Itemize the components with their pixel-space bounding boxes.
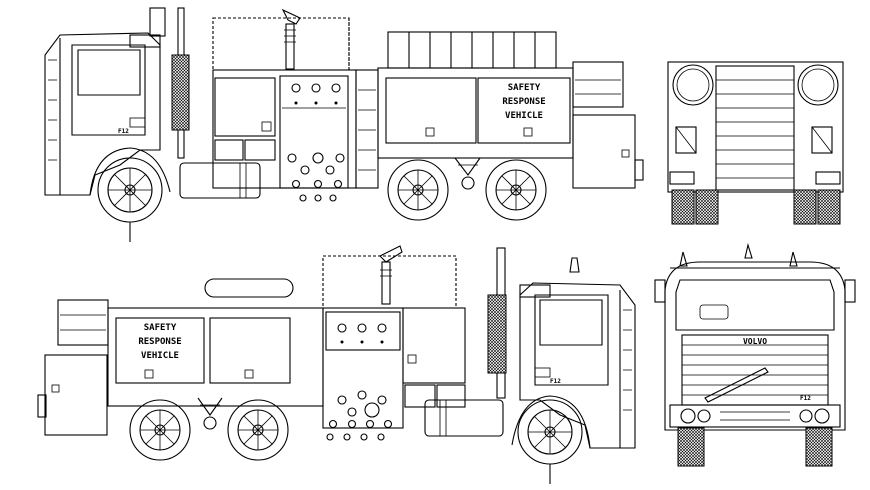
hose-roll-bottom [204,278,294,298]
body-bottom: SAFETY RESPONSE VEHICLE [37,299,466,441]
side-view-bottom: F12 SAFETY RESPONSE VEHICLE [37,245,636,484]
cab-badge-top: F12 [118,128,129,135]
water-cannon-bottom [379,245,403,305]
front-wheel-top [89,147,171,242]
fuel-tank-top [179,162,261,199]
panel-text-bottom-line2: RESPONSE [138,337,181,347]
fuel-tank-bottom [424,399,504,437]
panel-text-top-line3: VEHICLE [505,111,543,121]
side-view-top: F12 SAFETY RESPONSE VEHICLE [44,7,644,242]
front-wheel-bottom [511,395,591,484]
panel-text-bottom-line1: SAFETY [144,323,177,333]
front-badge-text: F12 [800,395,811,402]
panel-text-top-line1: SAFETY [508,83,541,93]
cab-bottom: F12 [519,257,636,449]
panel-text-bottom-line3: VEHICLE [141,351,179,361]
rear-view [667,61,844,225]
rear-wheel-1-top [387,159,449,221]
cab-badge-bottom: F12 [550,378,561,385]
exhaust-stack-top [149,7,166,37]
axle-spring-bottom [197,397,223,430]
axle-spring-top [454,157,481,190]
air-filter-bottom [487,294,507,374]
body-top: SAFETY RESPONSE VEHICLE [212,31,644,202]
rear-wheel-1-bottom [129,399,191,461]
panel-text-top-line2: RESPONSE [502,97,545,107]
rear-wheel-2-top [485,159,547,221]
rear-wheel-2-bottom [227,399,289,461]
air-filter-top [171,54,190,131]
roof-rack-dashed-top [212,17,350,71]
front-view: VOLVO F12 [654,242,856,467]
water-cannon-top [281,8,301,70]
grille-brand-text: VOLVO [743,337,767,346]
cab-top: F12 [44,32,161,196]
